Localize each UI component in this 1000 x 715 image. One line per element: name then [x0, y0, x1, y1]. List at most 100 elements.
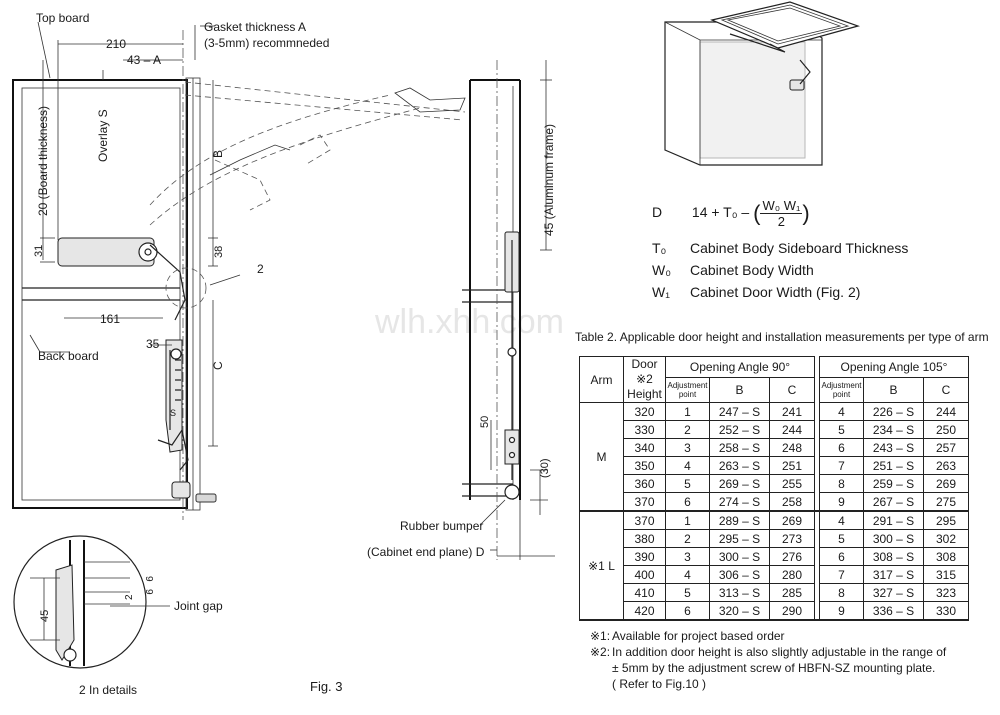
cell-c2: 308	[923, 547, 969, 566]
cell-c2: 295	[923, 510, 969, 530]
cabinet-isometric	[664, 1, 861, 166]
detail-dim-2: 2	[124, 594, 135, 600]
cell-h: 420	[623, 601, 666, 621]
cell-a1: 3	[665, 438, 710, 457]
header-c-105: C	[923, 376, 969, 404]
def-sym-w1: W₁	[652, 284, 670, 300]
def-text-t0: Cabinet Body Sideboard Thickness	[690, 240, 909, 256]
header-b-105: B	[863, 376, 924, 404]
table-caption: Table 2. Applicable door height and inst…	[575, 330, 989, 344]
note-1: ※1:Available for project based order	[590, 629, 785, 643]
label-back-board: Back board	[38, 349, 99, 363]
cell-c2: 263	[923, 456, 969, 475]
header-open-90: Opening Angle 90°	[665, 356, 815, 378]
cell-c2: 250	[923, 420, 969, 439]
note-2-ref: ( Refer to Fig.10 )	[612, 677, 707, 691]
svg-text:S: S	[170, 408, 176, 418]
cell-b2: 336 – S	[863, 601, 924, 621]
cell-a2: 5	[819, 420, 864, 439]
def-sym-t0: T₀	[652, 240, 667, 256]
cell-h: 320	[623, 402, 666, 421]
cell-h: 380	[623, 529, 666, 548]
cell-h: 410	[623, 583, 666, 602]
cell-b2: 243 – S	[863, 438, 924, 457]
dim-30: (30)	[539, 458, 551, 478]
cell-c1: 273	[769, 529, 815, 548]
watermark: wlh.xhh.com	[374, 303, 564, 341]
cell-c1: 290	[769, 601, 815, 621]
cell-b1: 306 – S	[709, 565, 770, 584]
dim-b: B	[211, 150, 225, 158]
cell-h: 390	[623, 547, 666, 566]
cell-c1: 258	[769, 492, 815, 512]
cabinet-side-view	[12, 30, 201, 520]
dim-c: C	[211, 361, 225, 370]
cell-b1: 252 – S	[709, 420, 770, 439]
header-adj-105: Adjustment point	[819, 376, 864, 404]
fig3-caption: Fig. 3	[310, 679, 343, 694]
notes: ※1:Available for project based order ※2:…	[590, 628, 946, 692]
arm-cell: M	[579, 402, 624, 512]
cell-c2: 323	[923, 583, 969, 602]
header-open-105: Opening Angle 105°	[819, 356, 969, 378]
frac-numerator: W₀ W₁	[760, 198, 803, 214]
cell-h: 400	[623, 565, 666, 584]
dim-50: 50	[479, 416, 491, 428]
formula-expression: 14 + T₀ –	[691, 204, 750, 221]
cell-b1: 313 – S	[709, 583, 770, 602]
cell-a1: 5	[665, 474, 710, 493]
label-cabinet-end: (Cabinet end plane) D	[367, 545, 485, 559]
label-gasket-note: (3-5mm) recommneded	[204, 36, 329, 50]
cell-c1: 248	[769, 438, 815, 457]
cell-b1: 258 – S	[709, 438, 770, 457]
cell-b2: 259 – S	[863, 474, 924, 493]
cell-a1: 1	[665, 402, 710, 421]
header-arm: Arm	[579, 356, 624, 403]
cell-b2: 308 – S	[863, 547, 924, 566]
detail-2-circle	[13, 535, 170, 669]
arm-cell: ※1 L	[579, 510, 624, 621]
cell-c1: 255	[769, 474, 815, 493]
cell-c1: 251	[769, 456, 815, 475]
cell-b1: 269 – S	[709, 474, 770, 493]
dim-161: 161	[100, 312, 120, 326]
cell-a1: 5	[665, 583, 710, 602]
cell-a1: 3	[665, 547, 710, 566]
label-overlay: Overlay S	[96, 109, 110, 162]
cell-a1: 4	[665, 565, 710, 584]
cell-b1: 274 – S	[709, 492, 770, 512]
dim-38: 38	[213, 246, 225, 258]
label-top-board: Top board	[36, 11, 89, 25]
open-door-ghost	[149, 81, 466, 226]
header-adj-90: Adjustment point	[665, 376, 710, 404]
cell-b2: 300 – S	[863, 529, 924, 548]
cell-b2: 234 – S	[863, 420, 924, 439]
dim-35: 35	[146, 337, 160, 351]
cell-c2: 269	[923, 474, 969, 493]
def-text-w1: Cabinet Door Width (Fig. 2)	[690, 284, 861, 300]
dimension-lines	[29, 21, 506, 551]
cell-h: 340	[623, 438, 666, 457]
cell-a2: 6	[819, 438, 864, 457]
cell-h: 350	[623, 456, 666, 475]
cell-b2: 226 – S	[863, 402, 924, 421]
def-sym-w0: W₀	[652, 262, 672, 278]
cell-c1: 269	[769, 510, 815, 530]
formula-symbol-d: D	[652, 204, 663, 221]
detail-dim-9a: 9	[143, 576, 154, 582]
note-2-cont: ± 5mm by the adjustment screw of HBFN-SZ…	[612, 661, 936, 675]
cell-c2: 275	[923, 492, 969, 512]
cell-h: 360	[623, 474, 666, 493]
label-joint-gap: Joint gap	[174, 599, 223, 613]
